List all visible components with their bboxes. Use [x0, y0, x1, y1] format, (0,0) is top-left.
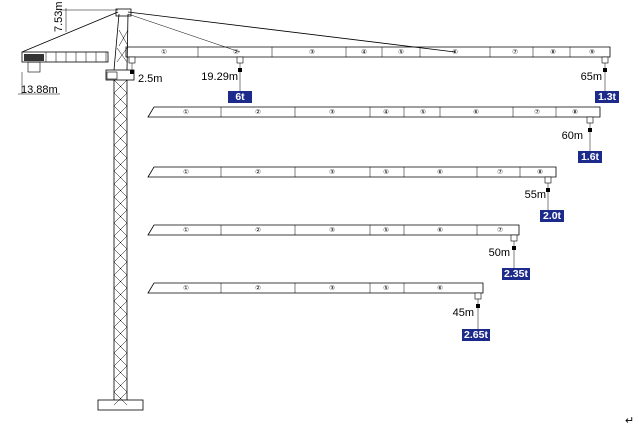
- jib-boom: [147, 106, 601, 118]
- capacity-badge: [228, 91, 252, 103]
- jib-segment-number: ②: [255, 108, 261, 116]
- jib-segment-number: ⑦: [497, 168, 503, 176]
- jib-segment-number: ①: [183, 284, 189, 292]
- return-mark: ↵: [625, 415, 634, 427]
- trolley-icon: [236, 56, 244, 64]
- tip-capacity-label: 1.6t: [581, 151, 600, 163]
- tower-mast: [97, 69, 144, 411]
- top-height-label: 7.53m: [53, 1, 65, 32]
- tip-capacity-label: 2.0t: [543, 210, 562, 222]
- jib-boom: [147, 166, 557, 178]
- jib-segment-number: ⑦: [534, 108, 540, 116]
- jib-tie-bar: [127, 11, 456, 53]
- jib-segment-number: ⑤: [420, 108, 426, 116]
- slewing-unit: [105, 69, 135, 81]
- jib-segment-number: ③: [329, 168, 335, 176]
- jib-segment-number: ④: [361, 48, 367, 56]
- counter-jib-tie-bar: [21, 11, 119, 53]
- capacity-badge: [540, 210, 564, 222]
- hook-icon: [238, 68, 242, 72]
- hook-icon: [512, 246, 516, 250]
- jib-boom: [147, 224, 520, 236]
- jib-segment-number: ④: [383, 108, 389, 116]
- hook-icon: [130, 70, 134, 74]
- jib-boom: [147, 282, 484, 294]
- trolley-icon: [544, 176, 552, 184]
- capacity-badge: [578, 151, 602, 163]
- tower-head: [21, 8, 456, 71]
- jib-segment-number: ⑤: [383, 226, 389, 234]
- jib-configuration: ① ② ③ ④ ⑤ ⑥ ⑦ ⑧ 60m 1.6t: [147, 106, 602, 163]
- hook-icon: [588, 128, 592, 132]
- intermediate-capacity-label: 6t: [235, 91, 245, 103]
- radius-label: 45m: [453, 307, 474, 319]
- jib-segment-number: ⑧: [572, 108, 578, 116]
- hook-icon: [603, 68, 607, 72]
- jib-boom: [125, 46, 611, 58]
- jib-segment-number: ⑨: [589, 48, 595, 56]
- radius-label: 60m: [562, 130, 583, 142]
- tip-capacity-label: 1.3t: [598, 91, 617, 103]
- jib-segment-number: ②: [255, 226, 261, 234]
- jib-segment-number: ⑧: [550, 48, 556, 56]
- counter-jib-length-label: 13.88m: [21, 84, 58, 96]
- jib-segment-number: ①: [183, 226, 189, 234]
- trolley-icon: [601, 56, 609, 64]
- jib-segment-number: ①: [183, 108, 189, 116]
- hook-icon: [476, 304, 480, 308]
- jib-segment-number: ⑥: [452, 48, 458, 56]
- jib-segment-number: ⑥: [473, 108, 479, 116]
- radius-label: 65m: [581, 71, 602, 83]
- jib-segment-number: ③: [329, 108, 335, 116]
- min-radius-label: 2.5m: [138, 73, 162, 85]
- jib-segment-number: ③: [309, 48, 315, 56]
- jib-segment-number: ⑤: [398, 48, 404, 56]
- capacity-badge: [595, 91, 619, 103]
- tip-capacity-label: 2.35t: [504, 268, 528, 280]
- trolley-icon: [510, 234, 518, 242]
- jib-configuration: ① ② ③ ⑤ ⑥ ⑦ ⑧ 55m 2.0t: [147, 166, 564, 222]
- jib-segment-number: ③: [329, 284, 335, 292]
- jib-segment-number: ①: [183, 168, 189, 176]
- jib-segment-number: ⑦: [497, 226, 503, 234]
- jib-configuration: ① ② ③ ⑤ ⑥ ⑦ 50m 2.35t: [147, 224, 530, 280]
- hook-icon: [546, 188, 550, 192]
- jib-segment-number: ②: [255, 284, 261, 292]
- capacity-badge: [502, 268, 530, 280]
- tip-capacity-label: 2.65t: [464, 329, 488, 341]
- jib-segment-number: ②: [255, 168, 261, 176]
- intermediate-radius-label: 19.29m: [201, 71, 238, 83]
- trolley-icon: [586, 116, 594, 124]
- trolley-icon: [128, 56, 136, 64]
- jib-segment-number: ⑤: [383, 284, 389, 292]
- jib-segment-number: ①: [161, 48, 167, 56]
- operator-cab: [106, 71, 118, 80]
- radius-label: 50m: [489, 247, 510, 259]
- jib-segment-number: ⑥: [437, 226, 443, 234]
- jib-segment-number: ②: [233, 48, 239, 56]
- trolley-icon: [474, 292, 482, 300]
- radius-label: 55m: [525, 189, 546, 201]
- capacity-badge: [462, 329, 490, 341]
- jib-configuration: ① ② ③ ⑤ ⑥ 45m 2.65t: [147, 282, 490, 341]
- jib-segment-number: ⑥: [437, 284, 443, 292]
- jib-segment-number: ⑦: [512, 48, 518, 56]
- top-height-dimension: 7.53m: [53, 1, 118, 32]
- jib-segment-number: ⑤: [383, 168, 389, 176]
- tower-base: [97, 399, 144, 411]
- jib-segment-number: ⑥: [437, 168, 443, 176]
- jib-segment-number: ③: [329, 226, 335, 234]
- counter-jib: [18, 51, 109, 95]
- jib-segment-number: ⑧: [537, 168, 543, 176]
- jib-configuration: ① ② ③ ④ ⑤ ⑥ ⑦ ⑧ ⑨ 65m 1.3t 19.29m 6t: [125, 46, 619, 103]
